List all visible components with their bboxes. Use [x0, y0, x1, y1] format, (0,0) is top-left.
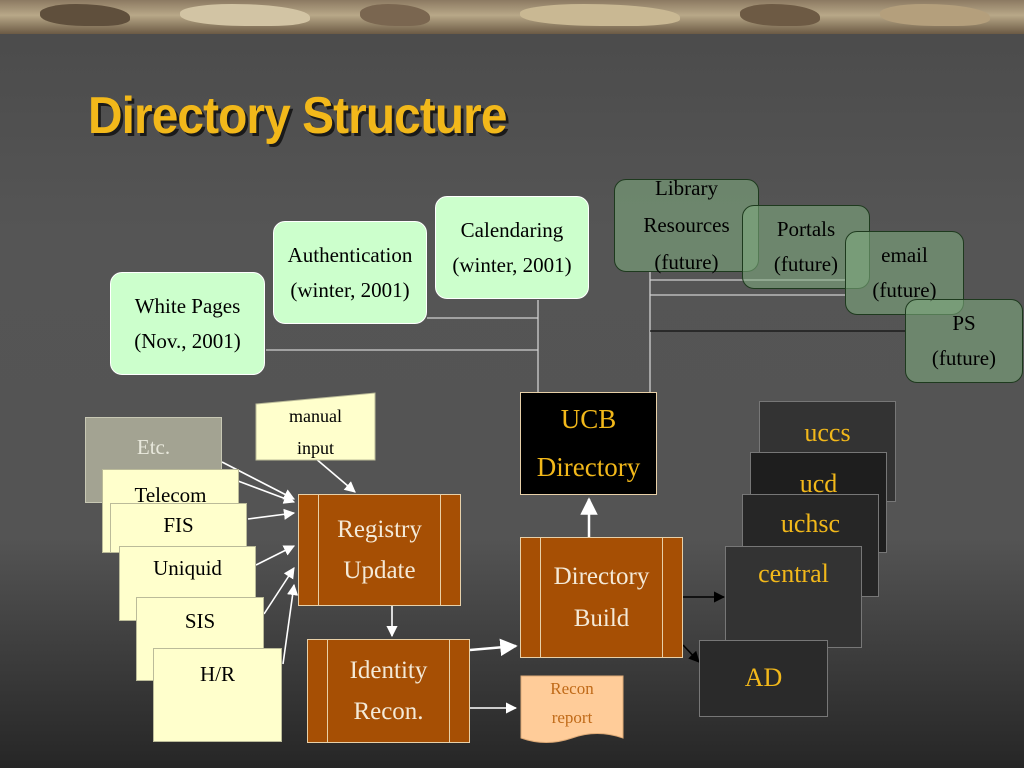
report-label: report [551, 708, 593, 727]
authentication-box: Authentication (winter, 2001) [273, 221, 427, 324]
calendaring-date: (winter, 2001) [452, 252, 572, 277]
manual-input-shape [255, 392, 376, 461]
white-pages-box: White Pages (Nov., 2001) [110, 272, 265, 375]
directory-build-box: Directory Build [520, 537, 683, 658]
ps-box: PS (future) [905, 299, 1023, 383]
uccs-label: uccs [804, 418, 851, 447]
ad-label: AD [744, 663, 783, 693]
email-status: (future) [872, 278, 937, 302]
fis-box: FIS [110, 503, 247, 553]
etc-label: Etc. [136, 435, 171, 459]
directory-build-label: Directory [553, 563, 650, 591]
white-pages-label: White Pages [134, 293, 241, 318]
decorative-banner [0, 0, 1024, 34]
registry-update-box: Registry Update [298, 494, 461, 606]
central-label: central [758, 559, 829, 588]
manual-label: manual [289, 405, 342, 426]
manual-input-box: manual input [256, 400, 375, 464]
authentication-date: (winter, 2001) [290, 277, 410, 302]
ps-label: PS [952, 311, 976, 336]
portals-label: Portals [776, 217, 836, 242]
slide-title: Directory Structure [88, 87, 507, 145]
calendaring-box: Calendaring (winter, 2001) [435, 196, 589, 299]
sis-label: SIS [184, 609, 216, 633]
library-status: (future) [654, 249, 719, 274]
uniquid-label: Uniquid [153, 556, 222, 580]
hr-box: H/R [153, 648, 282, 742]
library-resources-label: Resources [643, 213, 730, 238]
identity-label: Identity [349, 656, 428, 684]
recon-report-label: Recon [550, 679, 594, 699]
calendaring-label: Calendaring [460, 217, 564, 242]
hr-label: H/R [199, 662, 235, 686]
directory-label: Directory [536, 451, 641, 482]
ucd-label: ucd [799, 469, 838, 498]
email-label: email [881, 243, 928, 268]
flow-arrows [221, 457, 598, 714]
authentication-label: Authentication [287, 242, 413, 267]
library-resources-box: Library Resources (future) [614, 176, 759, 274]
ps-status: (future) [931, 346, 997, 370]
input-label: input [296, 438, 334, 458]
identity-recon-box: Identity Recon. [307, 639, 470, 743]
fis-label: FIS [163, 513, 194, 537]
recon-report-box: Recon report [521, 674, 623, 734]
library-label: Library [655, 176, 718, 201]
output-arrows [682, 591, 726, 663]
uchsc-label: uchsc [780, 509, 841, 538]
recon-label: Recon. [353, 698, 424, 725]
white-pages-date: (Nov., 2001) [134, 328, 241, 353]
ad-box: AD [699, 640, 828, 717]
registry-label: Registry [337, 515, 422, 543]
update-label: Update [343, 557, 416, 584]
build-label: Build [573, 604, 630, 632]
service-connectors [266, 272, 905, 392]
recon-report-shape [520, 675, 624, 743]
central-box: central [725, 546, 862, 648]
ucb-label: UCB [560, 404, 617, 435]
ucb-directory-box: UCB Directory [520, 392, 657, 495]
portals-status: (future) [773, 252, 839, 276]
